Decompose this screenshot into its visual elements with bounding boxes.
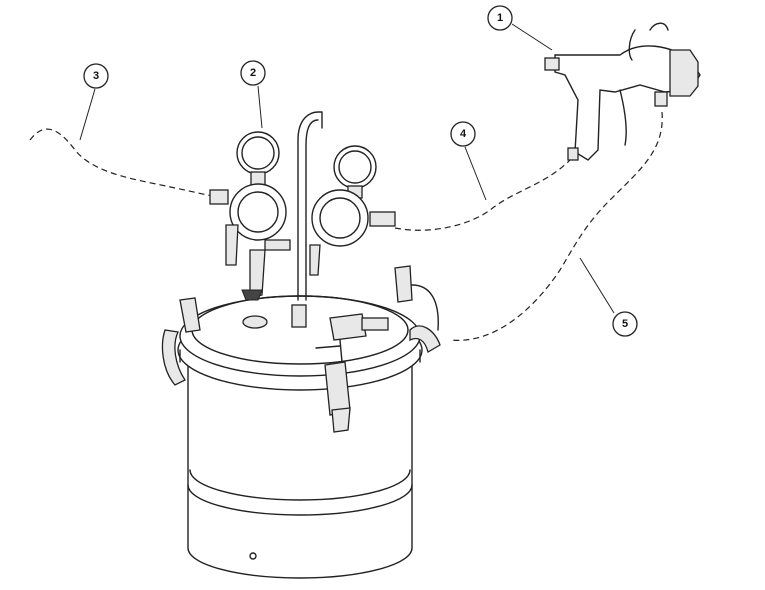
callout-3-label: 3 (93, 70, 99, 82)
hose-5 (449, 111, 663, 341)
drain-hole (249, 552, 257, 560)
air-regulator-assembly (209, 111, 396, 301)
callout-1: 1 (487, 5, 513, 31)
hose-3 (29, 128, 216, 197)
callout-5-label: 5 (622, 318, 628, 330)
callout-2: 2 (240, 60, 266, 86)
hose-4 (394, 159, 571, 231)
pressure-pot (161, 265, 441, 579)
callout-1-label: 1 (497, 12, 503, 24)
callout-4: 4 (450, 121, 476, 147)
callout-4-label: 4 (460, 128, 467, 140)
callout-2-label: 2 (250, 67, 256, 79)
callout-5: 5 (612, 311, 638, 337)
callout-3: 3 (83, 63, 109, 89)
spray-gun (544, 22, 701, 161)
